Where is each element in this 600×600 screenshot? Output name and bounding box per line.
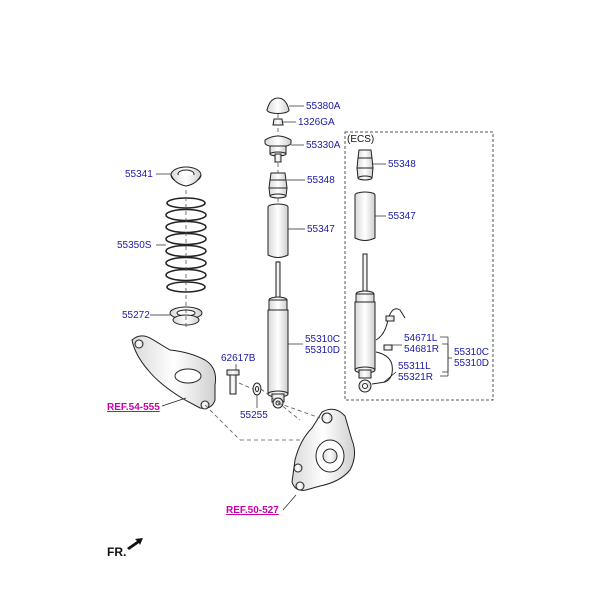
label-55348-main: 55348	[307, 175, 335, 186]
front-direction-arrow-icon	[127, 538, 143, 550]
bolt-part	[226, 369, 240, 395]
assembly-guide-lines	[185, 190, 321, 441]
label-55255: 55255	[240, 410, 268, 421]
label-55350S: 55350S	[117, 240, 152, 251]
ecs-bump-stopper-part	[356, 149, 374, 181]
ecs-sensor-wire-part	[371, 308, 406, 385]
label-55347-ecs: 55347	[388, 211, 416, 222]
label-55330A: 55330A	[306, 140, 341, 151]
rear-knuckle-part	[291, 408, 356, 491]
label-54681R: 54681R	[404, 344, 439, 355]
label-55311L: 55311L	[398, 361, 431, 372]
lock-nut-part	[272, 118, 284, 126]
bump-stopper-part	[268, 172, 288, 199]
reference-link-54-555[interactable]: REF.54-555	[107, 402, 160, 413]
strut-mount-part	[264, 135, 292, 163]
front-direction-label: FR.	[107, 545, 126, 559]
ecs-label-bracket	[440, 336, 449, 377]
label-55272: 55272	[122, 310, 150, 321]
label-1326GA: 1326GA	[298, 117, 335, 128]
label-55341: 55341	[125, 169, 153, 180]
ecs-shock-absorber-part	[354, 253, 376, 393]
ecs-group-box	[344, 131, 494, 401]
shock-absorber-part	[267, 261, 289, 409]
ecs-group-title: (ECS)	[347, 134, 374, 145]
label-55310D-main: 55310D	[305, 345, 340, 356]
label-55310D-ecs: 55310D	[454, 358, 489, 369]
reference-link-50-527[interactable]: REF.50-527	[226, 505, 279, 516]
dust-cap-part	[266, 97, 290, 114]
label-55310C-main: 55310C	[305, 334, 340, 345]
label-55380A: 55380A	[306, 101, 341, 112]
dust-cover-part	[267, 203, 289, 258]
label-62617B: 62617B	[221, 353, 256, 364]
label-55310C-ecs: 55310C	[454, 347, 489, 358]
label-55347-main: 55347	[307, 224, 335, 235]
washer-part	[252, 382, 262, 396]
lower-control-arm-part	[131, 335, 216, 410]
label-55348-ecs: 55348	[388, 159, 416, 170]
upper-spring-seat-part	[170, 166, 202, 187]
label-54671L: 54671L	[404, 333, 438, 344]
ecs-dust-cover-part	[354, 191, 376, 241]
label-55321R: 55321R	[398, 372, 433, 383]
